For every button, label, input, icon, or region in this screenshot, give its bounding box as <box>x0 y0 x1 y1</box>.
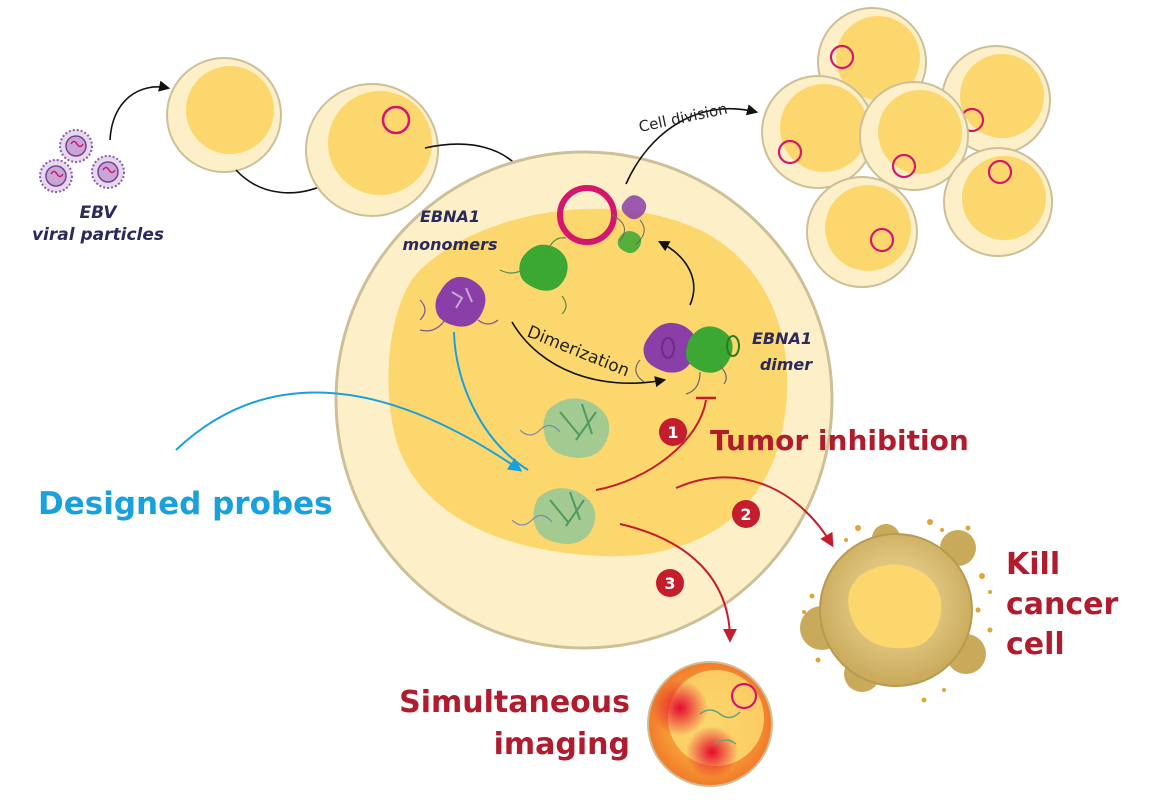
daughter-cell <box>943 147 1053 257</box>
svg-text:2: 2 <box>740 505 751 524</box>
daughter-cell <box>806 176 918 288</box>
dimer-label-line1: EBNA1 <box>752 329 812 348</box>
imaging-label-line1: Simultaneous <box>399 685 630 720</box>
monomer-green <box>499 237 568 315</box>
episome-icon <box>381 105 411 135</box>
monomers-label-line1: EBNA1 <box>420 207 480 226</box>
probe-binding-arrow <box>453 331 529 471</box>
dividing-cells-cluster <box>761 7 1053 288</box>
probe-structure <box>519 398 610 458</box>
svg-text:3: 3 <box>664 574 675 593</box>
monomer-purple <box>419 276 499 332</box>
infected-cell-episome <box>305 83 439 217</box>
step-badge-2: 2 <box>732 500 760 528</box>
cell-division-arrow <box>625 104 759 185</box>
nucleus-region <box>388 208 788 557</box>
dimer-on-episome <box>611 195 647 254</box>
step-badge-1: 1 <box>659 418 687 446</box>
virus-particle-icon <box>91 155 125 189</box>
svg-text:1: 1 <box>667 423 678 442</box>
dimerization-arrow <box>511 321 667 388</box>
ebv-label-line1: EBV <box>79 203 118 223</box>
probe-entry-arrow <box>175 391 523 472</box>
kill-label-line1: Kill <box>1006 547 1060 582</box>
viral-episome-icon <box>557 185 617 245</box>
monomers-label-line2: monomers <box>403 235 498 254</box>
ebv-particles <box>39 129 125 193</box>
debris-dots <box>802 519 993 703</box>
infected-cell-early <box>166 57 282 173</box>
infection-arrow <box>109 80 171 141</box>
imaging-cell <box>647 661 773 787</box>
virus-particle-icon <box>59 129 93 163</box>
designed-probes-structures <box>511 398 610 544</box>
daughter-cell <box>761 75 875 189</box>
episome-icon <box>730 682 758 710</box>
daughter-cell <box>941 45 1051 155</box>
kill-label-line3: cell <box>1006 627 1065 662</box>
probe-structure <box>511 488 596 544</box>
kill-label-line2: cancer <box>1006 587 1119 622</box>
designed-probes-label: Designed probes <box>38 486 333 522</box>
inhibition-arrow <box>595 399 707 491</box>
imaging-arrow <box>619 523 737 643</box>
dying-cancer-cell <box>800 519 993 703</box>
ebv-label-line2: viral particles <box>32 225 164 245</box>
binding-arrow <box>658 240 695 306</box>
tumor-inhibition-label: Tumor inhibition <box>710 424 969 457</box>
fluorescence-spot <box>686 726 738 778</box>
ebna1-dimer <box>635 322 740 395</box>
cell-division-label: Cell division <box>637 100 729 136</box>
ebna1-monomers <box>419 237 568 332</box>
kill-arrow <box>675 476 834 548</box>
imaging-label-line2: imaging <box>494 727 630 762</box>
fluorescence-spot <box>652 680 708 736</box>
dimer-label-line2: dimer <box>760 355 813 374</box>
step-badge-3: 3 <box>656 569 684 597</box>
virus-particle-icon <box>39 159 73 193</box>
daughter-cell <box>859 81 969 191</box>
